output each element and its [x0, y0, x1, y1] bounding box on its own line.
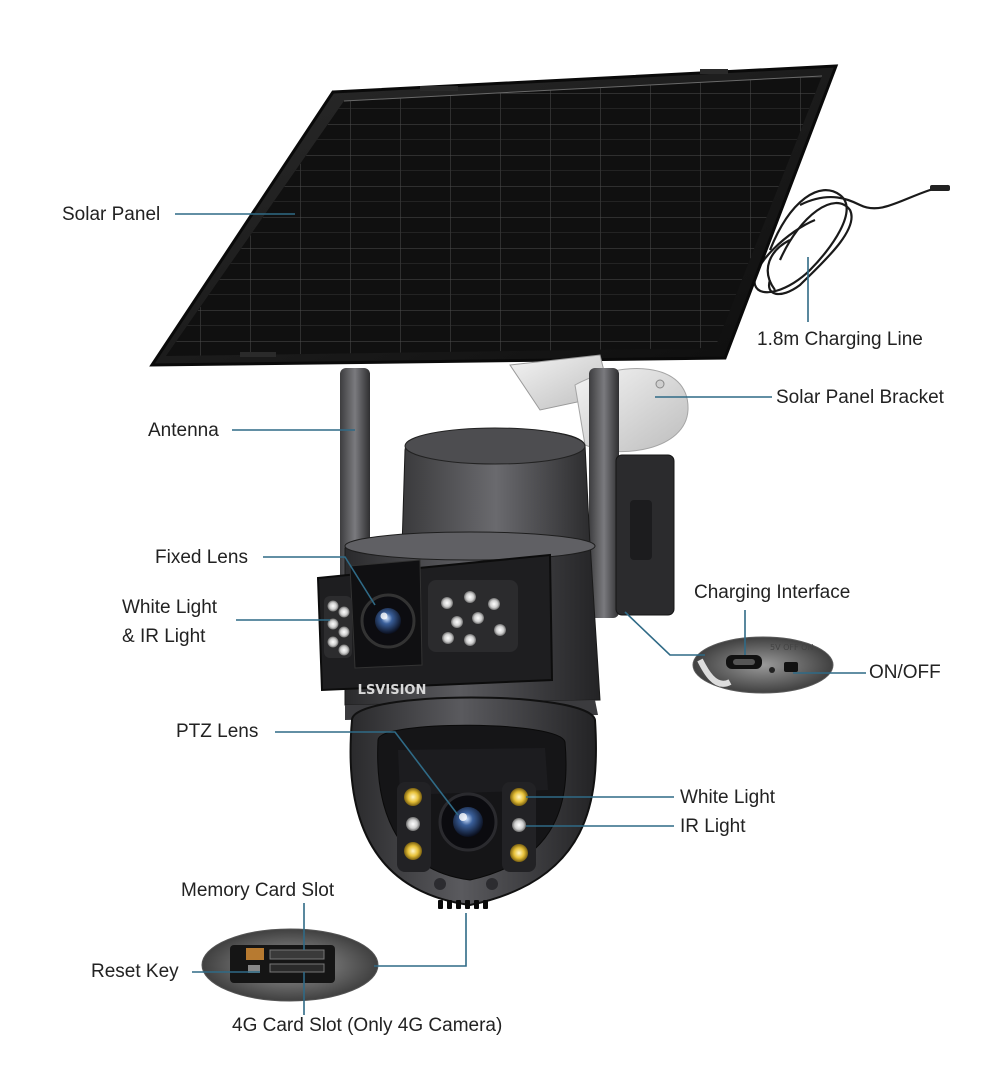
solar-panel [149, 64, 839, 367]
brand-logo: LSVISION [358, 683, 427, 698]
label-charging-line: 1.8m Charging Line [757, 329, 923, 350]
label-white-light: White Light [680, 787, 776, 808]
antennas [340, 368, 619, 618]
label-ir-light: IR Light [680, 816, 746, 837]
ptz-led-left [404, 788, 422, 860]
white-ir-led-right [441, 591, 506, 646]
leader-fixed-lens [263, 556, 376, 606]
label-charging-interface: Charging Interface [694, 582, 851, 603]
label-white-ir-light-1: White Light [122, 597, 218, 618]
label-ptz-lens: PTZ Lens [176, 721, 259, 742]
label-reset-key: Reset Key [91, 961, 179, 982]
label-fixed-lens: Fixed Lens [155, 547, 248, 568]
usb-plug [930, 185, 950, 191]
fixed-lens-module [316, 553, 554, 692]
leader-inset-from-camera [374, 913, 467, 967]
label-solar-panel-bracket: Solar Panel Bracket [776, 387, 944, 408]
label-memory-card-slot: Memory Card Slot [181, 880, 335, 901]
leader-lines [175, 213, 866, 1015]
label-white-ir-light-2: & IR Light [122, 626, 206, 647]
white-ir-led-left [327, 600, 350, 656]
label-on-off: ON/OFF [869, 662, 941, 683]
label-4g-card-slot: 4G Card Slot (Only 4G Camera) [232, 1015, 503, 1036]
leader-interface-from-camera [624, 611, 705, 656]
charging-interface-inset: 5V OFF ON [692, 636, 834, 694]
svg-text:5V OFF ON: 5V OFF ON [770, 643, 813, 652]
label-antenna: Antenna [148, 420, 219, 441]
card-slot-inset [201, 928, 379, 1002]
ptz-led-right [510, 788, 528, 862]
ptz-dome [345, 696, 598, 909]
leader-ptz-lens [275, 731, 459, 816]
label-solar-panel: Solar Panel [62, 204, 161, 225]
